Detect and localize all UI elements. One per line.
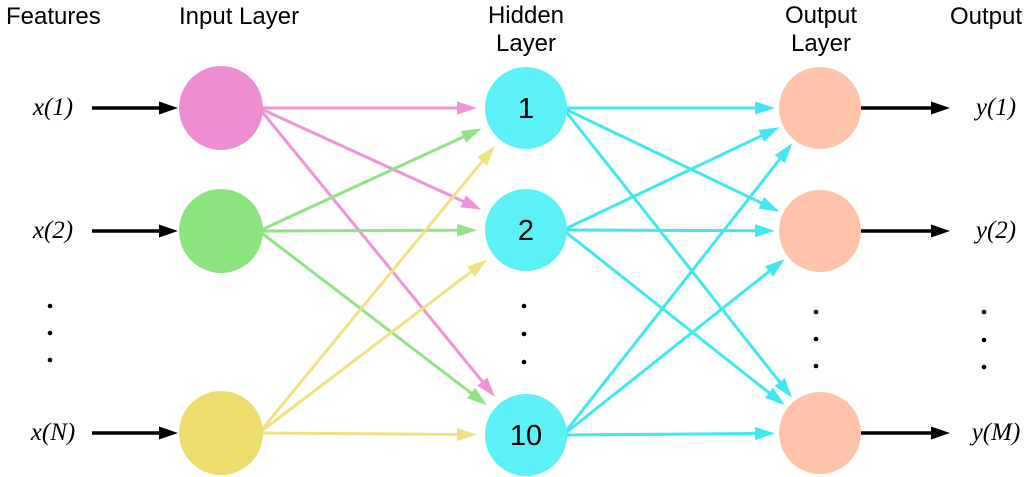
edge-hidden3-output1-shaft: [561, 157, 782, 436]
arrow-output-1-head: [931, 101, 950, 115]
continuation-dot-4-2: [981, 337, 987, 343]
edge-hidden1-output1-head: [755, 101, 775, 115]
edge-input1-hidden2-shaft: [258, 106, 465, 204]
header-hidden-layer-line1: Hidden: [487, 2, 565, 29]
hidden-node-label-2: 2: [518, 215, 534, 247]
hidden-node-2: [485, 189, 567, 271]
edge-input1-hidden3-head: [477, 377, 496, 398]
edge-inputN-hidden1-head: [477, 145, 495, 166]
continuation-dot-3-2: [813, 336, 819, 342]
edge-input1-hidden2-head: [460, 195, 482, 210]
edge-hidden3-output3-head: [754, 427, 776, 441]
edge-hidden3-output2-head: [765, 258, 785, 277]
continuation-dot-2-1: [521, 303, 527, 309]
output-label-2: y(2): [975, 217, 1017, 244]
header-hidden-layer: Hidden Layer: [446, 2, 606, 58]
header-input-layer: Input Layer: [179, 3, 300, 30]
continuation-dot-4-1: [981, 309, 987, 315]
continuation-dot-3-3: [813, 363, 819, 369]
edge-hidden3-output3-shaft: [562, 431, 757, 437]
edge-input2-hidden2-head: [456, 223, 478, 237]
edge-input2-hidden2-shaft: [258, 228, 459, 233]
output-node-2: [779, 190, 861, 272]
header-output-layer-line2: Layer: [790, 30, 852, 57]
edge-hidden1-output2-shaft: [562, 106, 763, 205]
output-node-M: [779, 392, 861, 474]
output-node-1: [779, 67, 861, 149]
edge-hidden2-output2-head: [754, 224, 776, 238]
edge-input2-hidden1-head: [460, 128, 482, 143]
continuation-dot-1-2: [47, 330, 53, 336]
header-hidden-layer-line2: Layer: [495, 30, 557, 57]
output-label-m: y(M): [971, 419, 1021, 446]
hidden-node-label-10: 10: [510, 420, 542, 452]
edge-input1-hidden3-shaft: [257, 107, 485, 384]
edge-hidden2-output1-shaft: [562, 134, 763, 232]
continuation-dot-1-1: [47, 303, 53, 309]
arrow-output-2-head: [931, 224, 950, 238]
arrow-feature-3-head: [159, 426, 178, 440]
edge-input2-hidden3-shaft: [258, 229, 473, 395]
header-output-layer: Output Layer: [741, 2, 901, 58]
header-output-layer-line1: Output: [784, 2, 858, 29]
continuation-dot-2-2: [521, 331, 527, 337]
header-output: Output: [950, 3, 1023, 30]
output-label-1: y(1): [975, 94, 1017, 121]
edge-hidden3-output1-head: [774, 143, 793, 164]
edge-inputN-hidden2-shaft: [258, 269, 473, 435]
edge-inputN-hidden3-shaft: [258, 431, 459, 436]
edge-inputN-hidden2-head: [467, 259, 487, 277]
hidden-node-10: [485, 394, 567, 476]
continuation-dot-4-3: [981, 364, 987, 370]
arrow-feature-1-head: [159, 101, 178, 115]
edge-hidden2-output3-head: [764, 387, 785, 406]
input-node-2: [179, 189, 263, 273]
feature-label-1: x(1): [32, 94, 74, 121]
edge-input2-hidden1-shaft: [258, 135, 465, 233]
continuation-dot-3-1: [813, 309, 819, 315]
arrow-feature-2-head: [159, 224, 178, 238]
edge-input1-hidden1-head: [457, 101, 477, 115]
feature-label-n: x(N): [30, 419, 76, 446]
arrow-output-3-head: [931, 426, 950, 440]
edge-hidden2-output3-shaft: [562, 228, 771, 395]
edge-inputN-hidden1-shaft: [257, 159, 484, 434]
hidden-node-label-1: 1: [518, 93, 534, 125]
header-features: Features: [6, 3, 101, 30]
feature-label-2: x(2): [32, 217, 74, 244]
continuation-dot-1-3: [47, 357, 53, 363]
edge-hidden3-output2-shaft: [562, 269, 771, 437]
edge-hidden2-output2-shaft: [562, 228, 757, 233]
edge-hidden1-output2-head: [758, 197, 780, 212]
hidden-node-1: [485, 67, 567, 149]
continuation-dot-2-3: [521, 359, 527, 365]
edge-hidden1-output3-shaft: [561, 107, 782, 384]
edge-input2-hidden3-head: [467, 387, 488, 406]
input-node-N: [179, 391, 263, 475]
edge-inputN-hidden3-head: [456, 427, 478, 441]
edge-hidden1-output3-head: [774, 377, 793, 398]
input-node-1: [179, 66, 263, 150]
edge-hidden2-output1-head: [758, 127, 780, 142]
